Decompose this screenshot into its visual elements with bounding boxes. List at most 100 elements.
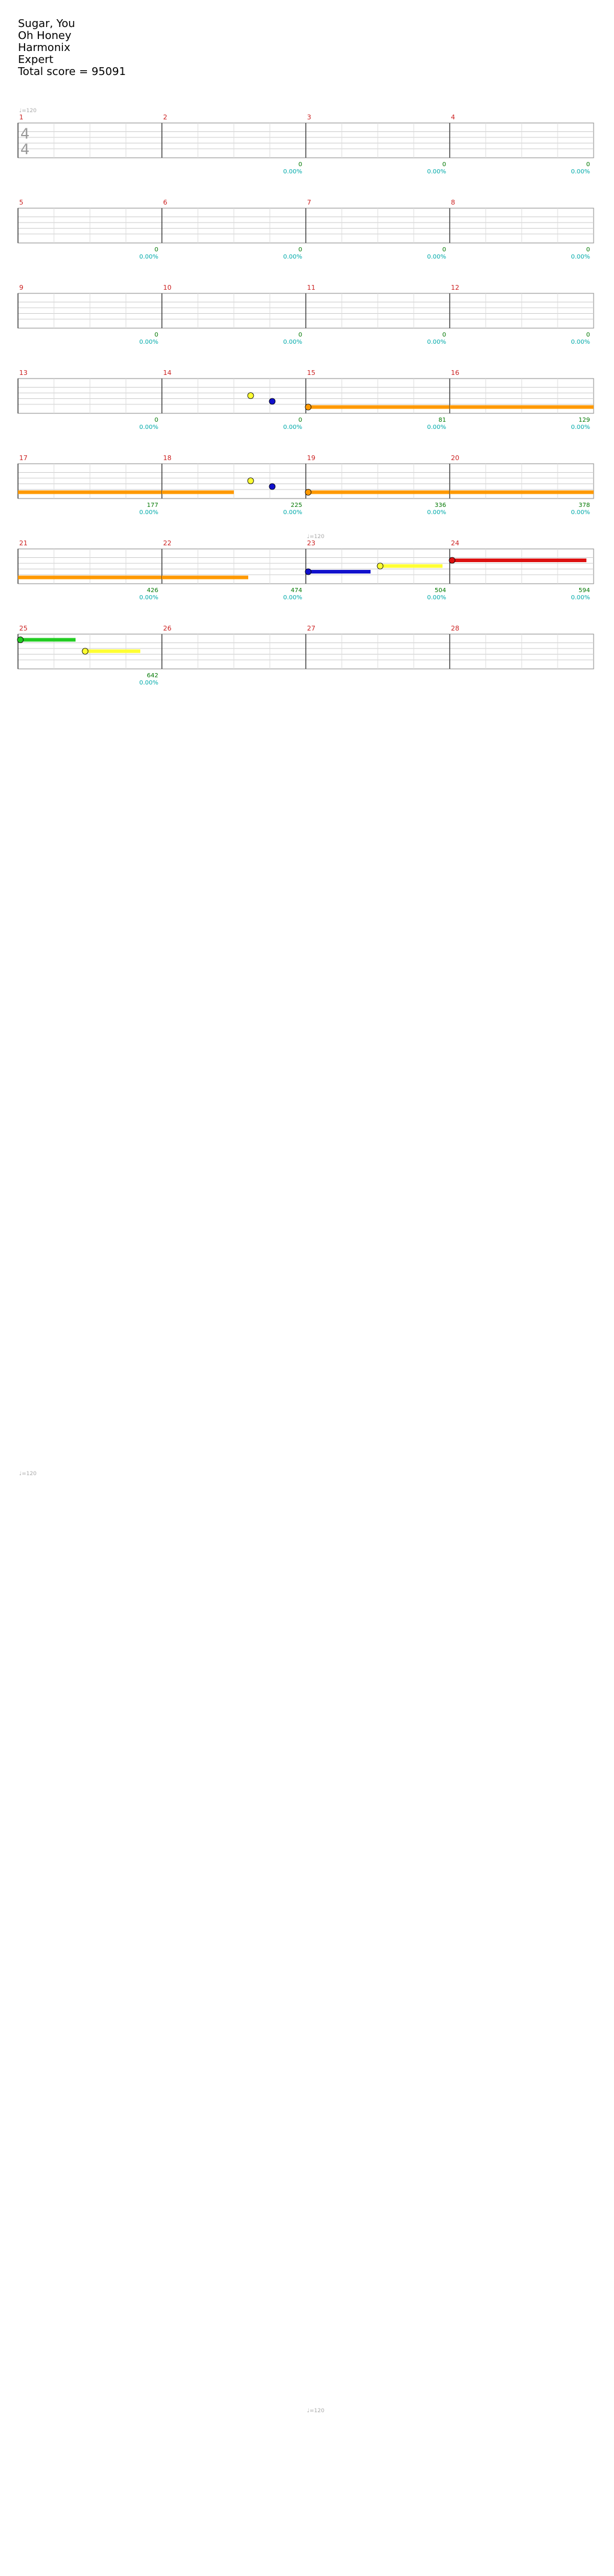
note-gem (305, 404, 312, 410)
measure-number: 13 (19, 369, 28, 377)
measure-number: 12 (451, 284, 459, 292)
note-gem (17, 637, 24, 643)
measure-percent: 0.00% (571, 169, 590, 175)
measure-score: 225 (291, 502, 302, 509)
measure-number: 6 (163, 199, 167, 206)
time-signature-top: 4 (20, 125, 29, 142)
measure-percent: 0.00% (427, 595, 446, 601)
measure-score: 129 (579, 417, 590, 424)
measure-percent: 0.00% (427, 169, 446, 175)
sustain-bar (18, 490, 162, 494)
measure-percent: 0.00% (139, 254, 158, 260)
song-header: Sugar, You Oh Honey Harmonix Expert Tota… (18, 18, 126, 78)
measure-number: 24 (451, 539, 459, 547)
measure-score: 177 (147, 502, 158, 509)
measure-number: 22 (163, 539, 171, 547)
note-gem (247, 478, 254, 484)
sustain-bar (83, 649, 140, 653)
measure-number: 10 (163, 284, 171, 292)
measure-percent: 0.00% (283, 595, 302, 601)
measure-number: 16 (451, 369, 459, 377)
measure-number: 19 (307, 454, 315, 462)
measure-number: 25 (19, 625, 28, 632)
song-artist: Oh Honey (18, 29, 71, 42)
measure-number: 27 (307, 625, 315, 632)
measure-percent: 0.00% (427, 424, 446, 431)
difficulty-label: Expert (18, 53, 53, 66)
measure-number: 17 (19, 454, 28, 462)
measure-number: 1 (19, 113, 23, 121)
measure-score: 0 (443, 161, 446, 168)
measure-score: 0 (586, 332, 590, 338)
sustain-bar (378, 564, 443, 568)
measure-number: 3 (307, 113, 311, 121)
measure-number: 21 (19, 539, 28, 547)
measure-score: 0 (443, 332, 446, 338)
measure-score: 0 (586, 161, 590, 168)
sustain-bar (450, 490, 594, 494)
measure-number: 28 (451, 625, 459, 632)
measure-score: 0 (155, 247, 158, 253)
sustain-bar (450, 559, 586, 562)
measure-score: 0 (155, 417, 158, 424)
note-gem (269, 483, 276, 490)
measure-percent: 0.00% (571, 339, 590, 346)
measure-score: 0 (299, 332, 302, 338)
note-gem (305, 489, 312, 496)
measure-score: 594 (579, 587, 590, 594)
measure-score: 0 (155, 332, 158, 338)
sustain-bar (162, 490, 234, 494)
measure-percent: 0.00% (571, 254, 590, 260)
measure-score: 426 (147, 587, 158, 594)
measure-percent: 0.00% (427, 254, 446, 260)
measure-percent: 0.00% (139, 339, 158, 346)
tempo-marker: ♩=120 (307, 2408, 324, 2414)
sustain-bar (306, 570, 371, 574)
tempo-marker: ♩=120 (19, 1471, 37, 1477)
measure-percent: 0.00% (139, 595, 158, 601)
measure-percent: 0.00% (571, 509, 590, 516)
measure-number: 20 (451, 454, 459, 462)
measure-score: 504 (435, 587, 446, 594)
sustain-bar (450, 405, 594, 409)
measure-number: 14 (163, 369, 171, 377)
sustain-bar (162, 575, 248, 580)
measure-percent: 0.00% (427, 509, 446, 516)
song-title: Sugar, You (18, 17, 76, 30)
note-gem (82, 648, 89, 654)
measure-number: 8 (451, 199, 455, 206)
measure-score: 474 (291, 587, 302, 594)
measure-number: 9 (19, 284, 23, 292)
measure-number: 11 (307, 284, 315, 292)
measure-score: 336 (435, 502, 446, 509)
measure-score: 0 (299, 417, 302, 424)
measure-score: 0 (299, 161, 302, 168)
total-score: Total score = 95091 (18, 65, 126, 78)
measure-score: 81 (438, 417, 446, 424)
measure-score: 0 (443, 247, 446, 253)
measure-percent: 0.00% (283, 339, 302, 346)
tempo-marker: ♩=120 (19, 108, 37, 114)
measure-number: 15 (307, 369, 315, 377)
measure-percent: 0.00% (283, 254, 302, 260)
measure-percent: 0.00% (571, 595, 590, 601)
tempo-marker: ♩=120 (307, 534, 324, 540)
measure-number: 23 (307, 539, 315, 547)
sustain-bar (306, 490, 450, 494)
measure-percent: 0.00% (139, 424, 158, 431)
sustain-bar (18, 575, 162, 580)
measure-number: 2 (163, 113, 167, 121)
note-gem (377, 563, 384, 569)
measure-score: 378 (579, 502, 590, 509)
measure-number: 4 (451, 113, 455, 121)
time-signature-bottom: 4 (20, 141, 29, 158)
measure-score: 0 (299, 247, 302, 253)
measure-number: 18 (163, 454, 171, 462)
note-gem (269, 398, 276, 405)
measure-percent: 0.00% (139, 509, 158, 516)
measure-percent: 0.00% (283, 169, 302, 175)
sustain-bar (18, 638, 76, 642)
note-gem (449, 557, 456, 564)
measure-number: 26 (163, 625, 171, 632)
